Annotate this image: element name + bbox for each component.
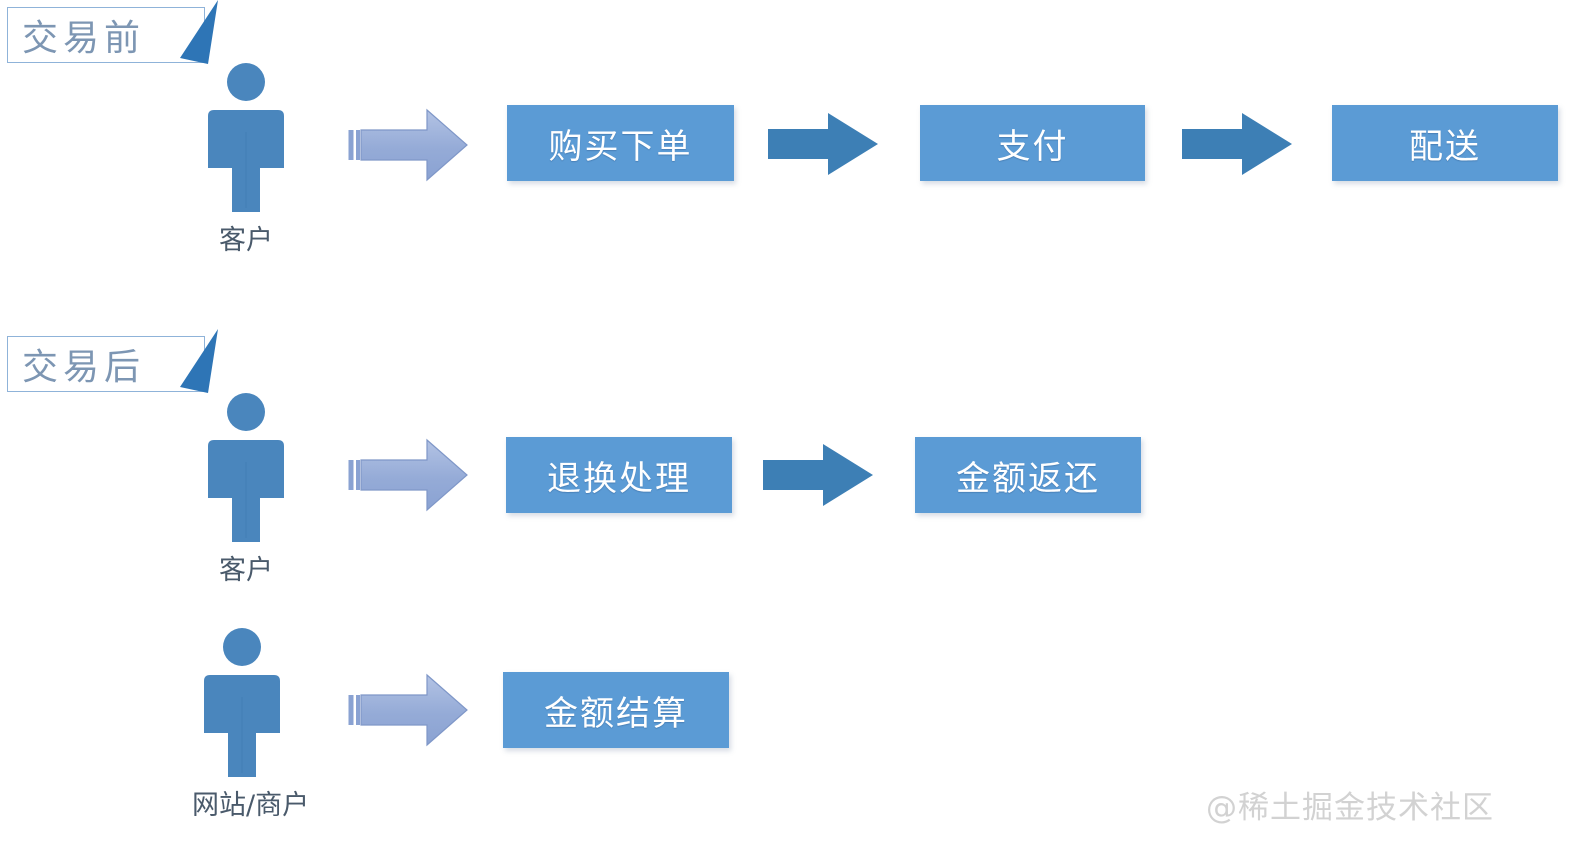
actor-label: 客户 [219, 225, 273, 256]
section-banner-label: 交易前 [22, 18, 146, 59]
arrow-light-icon-2 [347, 434, 471, 516]
process-box-label: 金额返还 [956, 458, 1100, 499]
arrow-dark-icon-2 [1182, 113, 1294, 175]
arrow-dark-icon-3 [763, 444, 875, 506]
actor-person-customer-2: 客户 [196, 392, 296, 586]
process-box-payment[interactable]: 支付 [920, 105, 1145, 181]
person-icon [204, 628, 280, 777]
process-box-label: 支付 [996, 126, 1069, 167]
process-box-label: 配送 [1409, 126, 1481, 167]
section-banner-pre-transaction: 交易前 [7, 7, 205, 63]
watermark-text: @稀土掘金技术社区 [1206, 790, 1494, 826]
actor-label: 客户 [219, 555, 273, 586]
actor-person-merchant: 网站/商户 [192, 627, 309, 821]
process-box-label: 购买下单 [548, 126, 693, 167]
process-box-purchase-order[interactable]: 购买下单 [507, 105, 734, 181]
actor-person-customer-1: 客户 [196, 62, 296, 256]
arrow-dark-icon-1 [768, 113, 880, 175]
process-box-return-exchange[interactable]: 退换处理 [506, 437, 732, 513]
process-box-delivery[interactable]: 配送 [1332, 105, 1558, 181]
process-box-label: 退换处理 [547, 458, 691, 499]
arrow-light-icon-3 [347, 669, 471, 751]
process-box-amount-settlement[interactable]: 金额结算 [503, 672, 729, 748]
process-box-label: 金额结算 [544, 693, 688, 734]
section-banner-post-transaction: 交易后 [7, 336, 205, 392]
actor-label: 网站/商户 [192, 790, 310, 821]
person-icon [208, 63, 284, 212]
process-box-amount-refund[interactable]: 金额返还 [915, 437, 1141, 513]
arrow-light-icon-1 [347, 104, 471, 186]
person-icon [208, 393, 284, 542]
section-banner-label: 交易后 [22, 347, 146, 388]
